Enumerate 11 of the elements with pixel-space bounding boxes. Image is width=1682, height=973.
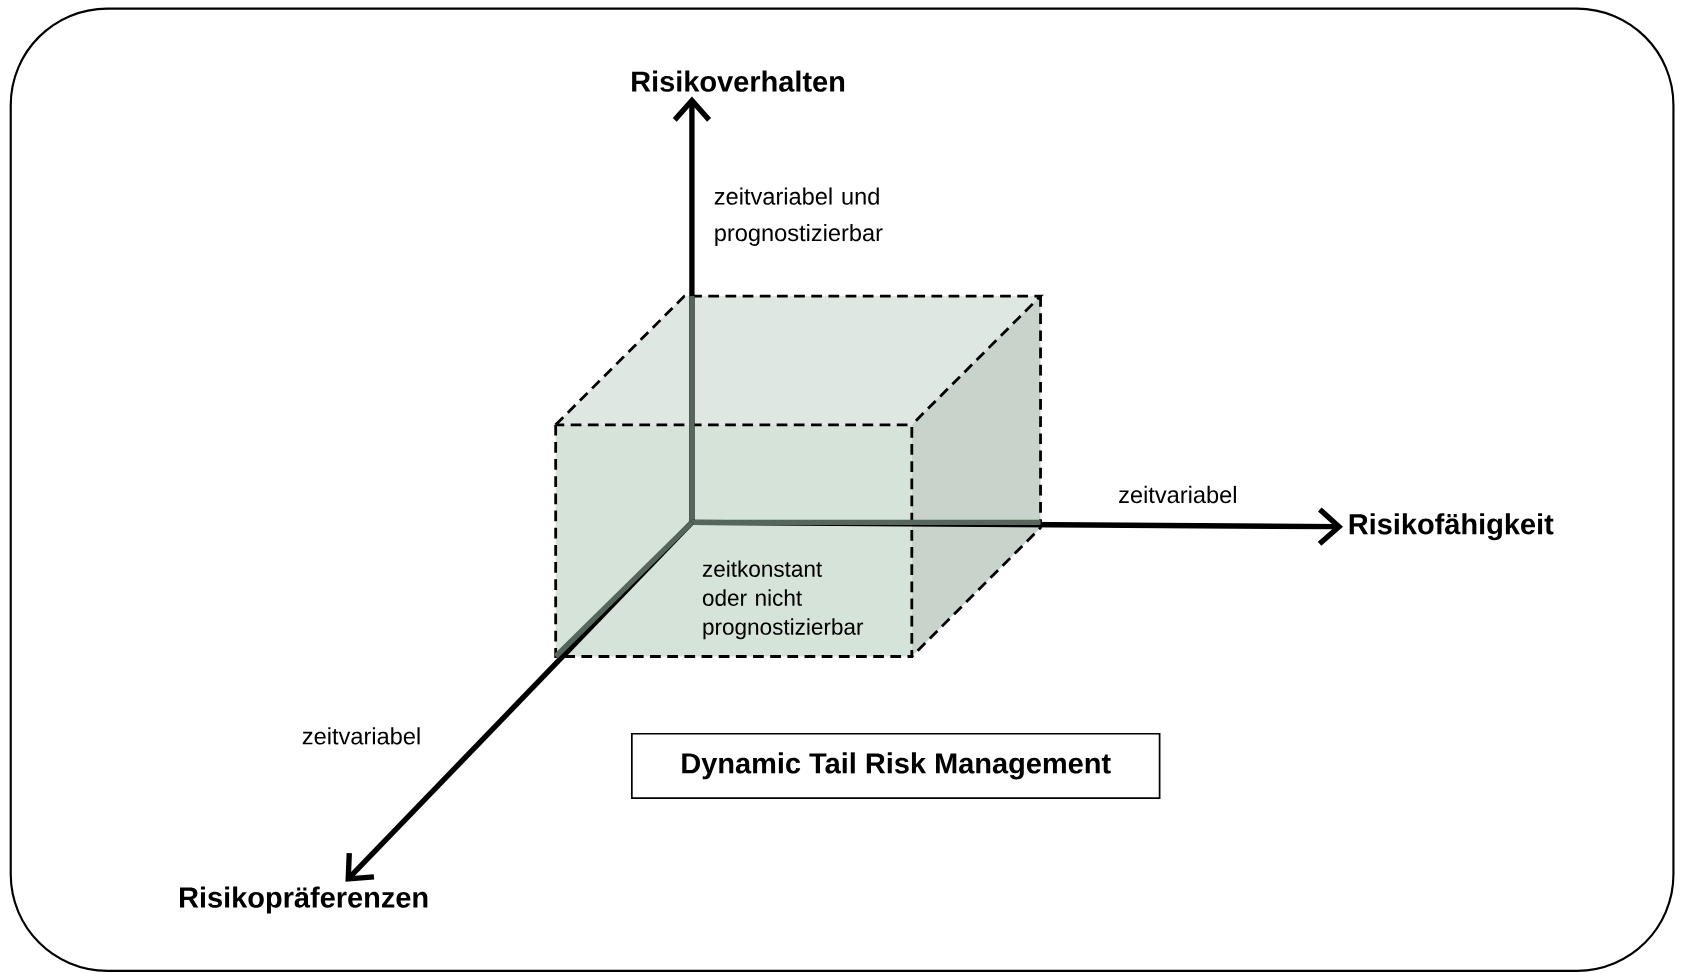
edge-label: zeitvariabel <box>302 727 420 745</box>
axis-arrow <box>672 96 712 523</box>
title-box: Dynamic Tail Risk Management <box>630 732 1161 799</box>
cube-region: zeitkonstant oder nicht prognostizierbar <box>554 294 1044 658</box>
axis-arrow <box>345 520 694 882</box>
axis-label: Risikoverhalten <box>632 70 845 92</box>
edge-label: zeitvariabel und prognostizierbar <box>714 187 883 246</box>
axis-label: Risikofähigkeit <box>1349 513 1554 541</box>
axis-label: Risikopräferenzen <box>180 886 428 914</box>
edge-label: zeitvariabel <box>1119 485 1236 504</box>
axis-arrow <box>691 507 1344 546</box>
